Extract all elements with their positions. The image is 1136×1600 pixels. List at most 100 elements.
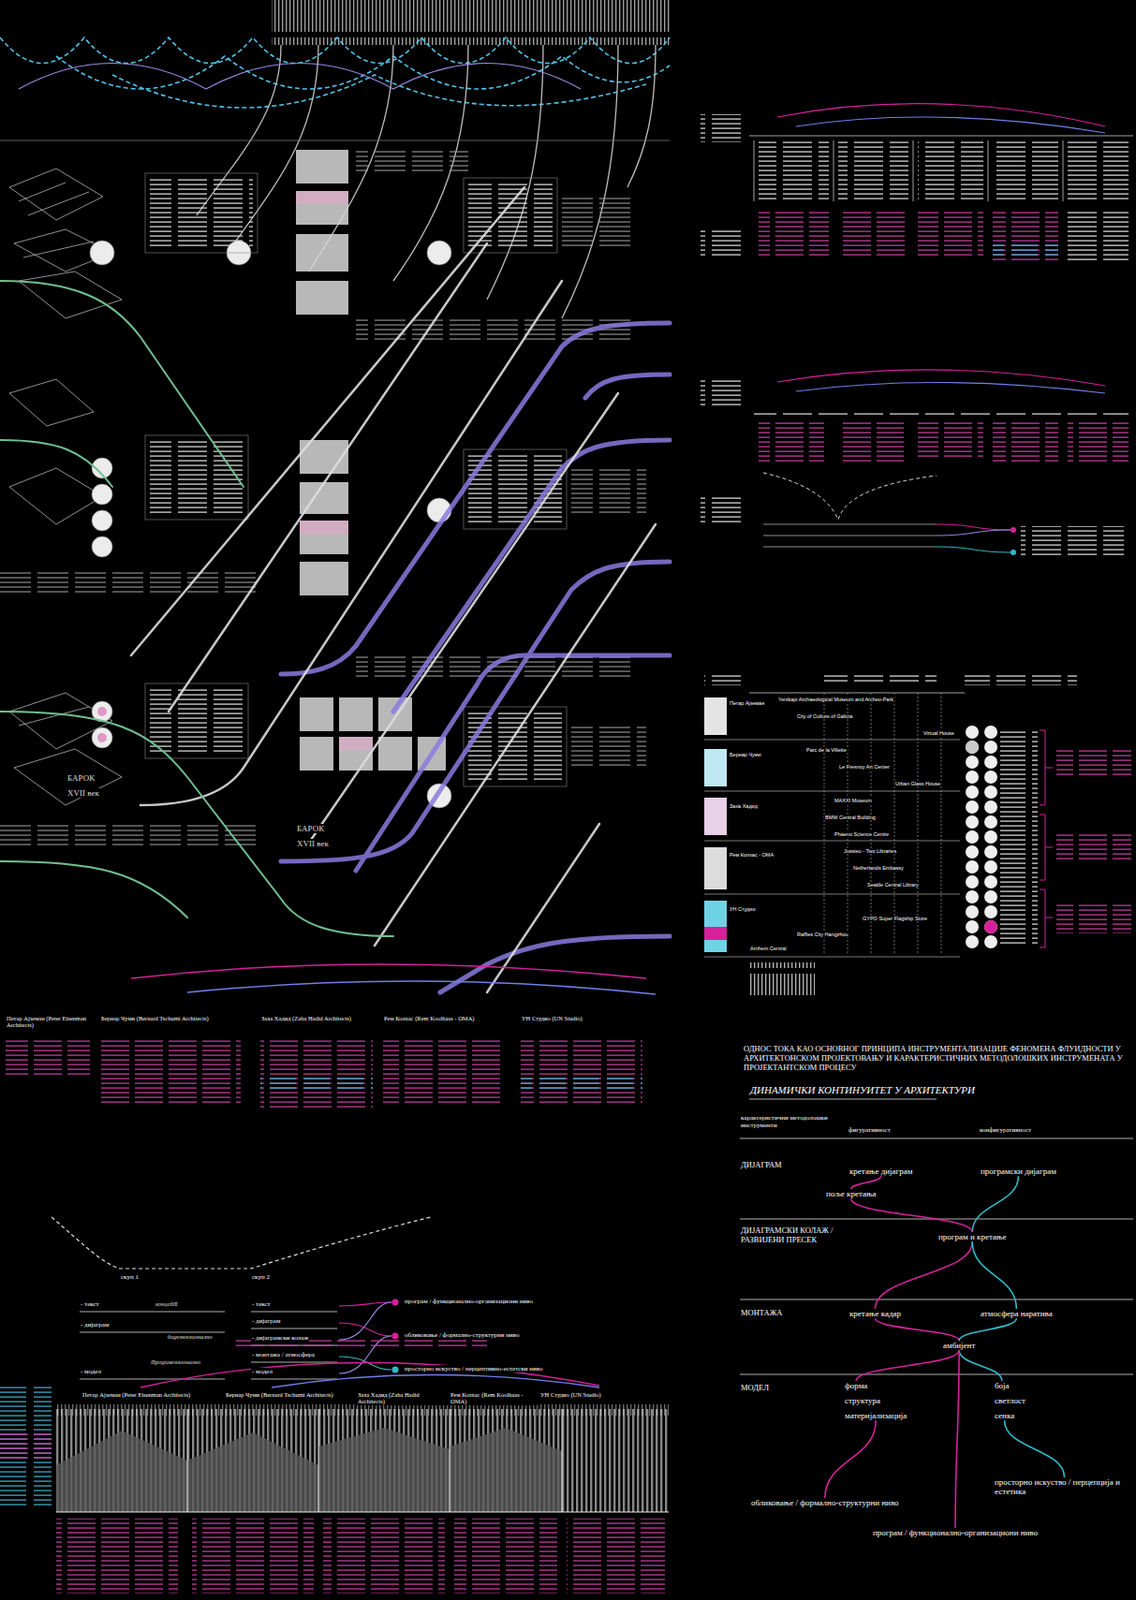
flow-connector <box>851 1198 973 1233</box>
concept-node: кретање дијаграм <box>847 1166 915 1177</box>
flow-connector <box>958 1350 1003 1382</box>
node-text: боја <box>994 1381 1010 1391</box>
text-label: тродимензионално <box>149 1358 202 1366</box>
text-label: Phaeno Science Centre <box>833 831 890 838</box>
flow-connector <box>955 1350 959 1529</box>
node-text: просторно искуство / перцепција и естети… <box>994 1477 1135 1498</box>
concept-node: материјализација <box>842 1411 909 1421</box>
text-label: BMW Central Building <box>824 814 877 821</box>
panel-title: ОДНОС ТОКА КАО ОСНОВНОГ ПРИНЦИПА ИНСТРУМ… <box>742 1045 1134 1073</box>
text-label: Бернар Чуми <box>728 752 763 758</box>
node-text: атмосфера наратива <box>980 1309 1053 1319</box>
text-label: Петар Ајземан <box>728 700 766 707</box>
concept-node: обликовање / формално-структурни ниво <box>402 1331 522 1340</box>
flow-connector <box>972 1176 1018 1233</box>
text-label: - текст <box>250 1300 272 1309</box>
concept-node: обликовање / формално-структурни ниво <box>749 1498 901 1508</box>
concept-node: програмски дијаграм <box>978 1166 1059 1177</box>
text-label: - текст <box>79 1300 101 1309</box>
text-label: Yenikapi Archaeological Museum and Arche… <box>777 696 895 703</box>
flow-connector <box>972 1241 1017 1310</box>
text-label: - дијаграм <box>79 1321 110 1329</box>
concept-node: поље кретања <box>824 1189 879 1199</box>
text-label: ДИЈАГРАМСКИ КОЛАЖ / РАЗВИЈЕНИ ПРЕСЕК <box>739 1226 841 1246</box>
text-label: Virtual House <box>922 730 956 737</box>
text-label: Urban Glass House <box>894 781 942 787</box>
text-label: XVII век <box>295 839 330 849</box>
node-text: амбијент <box>943 1341 975 1351</box>
concept-node: атмосфера наратива <box>978 1309 1055 1319</box>
node-text: сенка <box>994 1411 1015 1421</box>
text-label: - модел <box>250 1368 274 1376</box>
text-label: УН Студио <box>728 906 756 913</box>
text-label: УН Студио (UN Studio) <box>520 1015 584 1022</box>
text-label: GYPO Super Flagship Store <box>861 915 929 922</box>
concept-node: програм / функционално-организациони нив… <box>870 1528 1040 1538</box>
node-text: форма <box>844 1381 868 1391</box>
text-label: Петар Ајземан (Peter Eisenman Architects… <box>5 1015 97 1030</box>
concept-node: амбијент <box>941 1341 977 1351</box>
text-label: Рем Колхас (Rem Koolhaas - OMA) <box>449 1391 538 1406</box>
text-label: концепт <box>154 1300 179 1308</box>
flow-connector <box>851 1176 882 1190</box>
text-label: Бернар Чуми (Bernard Tschumi Architects) <box>100 1015 210 1022</box>
node-text: структура <box>844 1396 881 1406</box>
concept-node: просторно искуство / перцепција и естети… <box>992 1477 1136 1498</box>
text-label: Заха Хадид <box>728 803 759 810</box>
text-label: БАРОК <box>66 773 96 783</box>
concept-node: програм / функционално-организациони нив… <box>402 1298 535 1306</box>
text-label: МОНТАЖА <box>739 1309 784 1319</box>
text-label: МОДЕЛ <box>739 1384 770 1394</box>
text-label: Петар Ајземан (Peter Eisenman Architects… <box>81 1391 192 1399</box>
text-label: Seattle Central Library <box>866 882 920 888</box>
node-text: обликовање / формално-структурни ниво <box>404 1331 520 1340</box>
text-label: Netherlands Embassy <box>852 865 905 871</box>
text-label: Arnhem Central <box>749 945 788 952</box>
node-text: кретање кадар <box>849 1309 901 1319</box>
concept-node: просторно искуство / перцептивно-естетск… <box>402 1365 546 1373</box>
text-label: XVII век <box>66 788 101 798</box>
text-label: скуп 2 <box>250 1273 271 1282</box>
node-text: обликовање / формално-структурни ниво <box>751 1498 900 1508</box>
node-text: програм и кретање <box>938 1232 1006 1242</box>
flow-connector <box>958 1318 1017 1342</box>
flow-connector <box>874 1241 973 1310</box>
text-label: Бернар Чуми (Bernard Tschumi Architects) <box>224 1391 335 1399</box>
node-text: просторно искуство / перцептивно-естетск… <box>404 1365 544 1373</box>
text-label: конфигуративност <box>978 1126 1033 1135</box>
concept-node: форма <box>842 1381 870 1391</box>
text-label: фигуративност <box>847 1126 892 1135</box>
node-text: програм / функционално-организациони нив… <box>872 1528 1038 1538</box>
text-label: - модел <box>79 1368 103 1376</box>
text-label: - дијаграмски колаж <box>250 1334 310 1343</box>
concept-node: боја <box>992 1381 1012 1391</box>
concept-node: сенка <box>992 1411 1017 1421</box>
text-label: Рем Колхас (Rem Koolhaas - OMA) <box>383 1015 476 1022</box>
text-label: Заха Хадид (Zaha Hadid Architects) <box>260 1015 353 1022</box>
text-label: - дијаграм <box>250 1317 281 1326</box>
text-label: Заха Хадид (Zaha Hadid Architects) <box>356 1391 448 1406</box>
text-label: City of Culture of Galicia <box>796 713 854 720</box>
text-label: ДИЈАГРАМ <box>739 1161 783 1171</box>
node-text: светлост <box>994 1396 1026 1406</box>
flow-connector <box>1004 1420 1065 1478</box>
text-label: Parc de la Villette <box>805 747 848 753</box>
text-label: Raffles City Hangzhou <box>796 931 850 938</box>
text-label: - монтажа / атмосфера <box>250 1351 316 1359</box>
node-text: програмски дијаграм <box>980 1166 1057 1177</box>
node-text: кретање дијаграм <box>849 1166 913 1177</box>
flow-connector <box>874 1318 959 1342</box>
node-text: поље кретања <box>826 1189 877 1199</box>
text-label: бидемензионално <box>166 1333 214 1341</box>
text-label: УН Студио (UN Studio) <box>539 1391 603 1399</box>
node-text: програм / функционално-организациони нив… <box>404 1298 533 1306</box>
flow-connector <box>825 1420 876 1499</box>
text-label: Le Fresnoy Art Center <box>838 764 891 770</box>
text-label: MAXXI Museum <box>833 797 873 804</box>
text-label: карактеристични методолошки инструменти <box>739 1114 836 1130</box>
text-label: Jussieu - Two Libraries <box>842 848 898 855</box>
flow-connector <box>855 1350 959 1382</box>
concept-node: светлост <box>992 1396 1028 1406</box>
concept-node: структура <box>842 1396 883 1406</box>
text-label: скуп 1 <box>119 1273 140 1282</box>
